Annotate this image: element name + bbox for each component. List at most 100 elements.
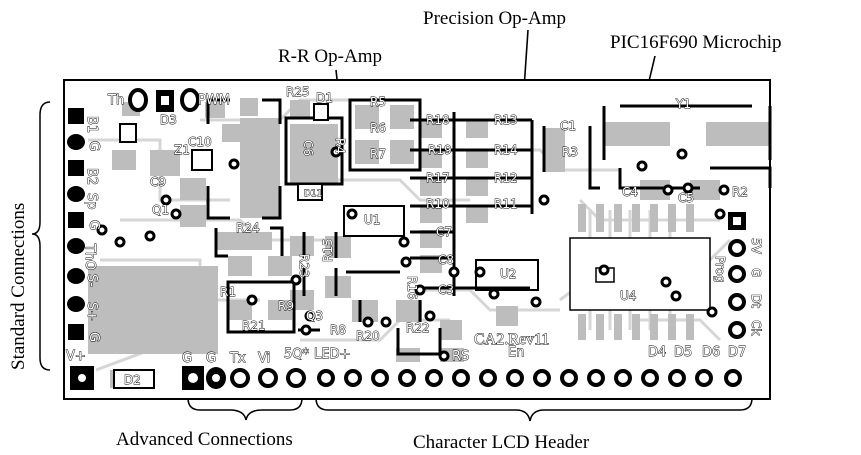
svg-text:Y1: Y1 xyxy=(675,97,691,111)
svg-text:B1: B1 xyxy=(84,116,99,133)
svg-text:R7: R7 xyxy=(370,147,386,161)
svg-text:C1: C1 xyxy=(560,119,576,133)
svg-text:U1: U1 xyxy=(364,213,380,227)
svg-text:R13: R13 xyxy=(494,113,518,127)
svg-text:Q1: Q1 xyxy=(152,203,169,217)
svg-text:C6: C6 xyxy=(301,140,315,156)
silkscreen-right: 5V G Dt Ck Prog xyxy=(713,238,764,336)
svg-text:5Q*: 5Q* xyxy=(284,347,310,362)
svg-text:C4: C4 xyxy=(622,185,638,199)
left-connector-pads xyxy=(67,108,85,340)
svg-text:R16: R16 xyxy=(405,276,419,300)
svg-text:U2: U2 xyxy=(500,267,516,281)
svg-text:R9: R9 xyxy=(278,299,294,313)
svg-text:R11: R11 xyxy=(494,197,518,211)
svg-text:ThO: ThO xyxy=(82,243,97,270)
smd-pads xyxy=(88,98,770,388)
svg-text:R3: R3 xyxy=(562,145,578,159)
svg-text:S+: S+ xyxy=(84,302,99,321)
svg-text:R1: R1 xyxy=(220,285,236,299)
svg-text:RS: RS xyxy=(452,349,469,364)
svg-text:D7: D7 xyxy=(728,345,746,360)
svg-text:D2: D2 xyxy=(124,373,141,387)
microchip-callout: PIC16F690 Microchip xyxy=(610,32,782,53)
ic-pins xyxy=(578,204,694,340)
svg-text:Z1: Z1 xyxy=(174,143,190,157)
svg-text:R12: R12 xyxy=(494,171,518,185)
svg-text:B2: B2 xyxy=(84,168,99,185)
svg-text:D4: D4 xyxy=(648,345,666,360)
svg-text:C3: C3 xyxy=(438,283,454,297)
svg-text:R2: R2 xyxy=(732,185,748,199)
silkscreen-bottom: V+ G G Tx Vi 5Q* LED+ RS En D4 D5 D6 D7 xyxy=(66,345,747,367)
svg-text:Ck: Ck xyxy=(749,320,763,335)
svg-text:R22: R22 xyxy=(406,321,430,335)
svg-text:Dt: Dt xyxy=(749,294,763,308)
silkscreen-components: R25 D1 D3 C10 Z1 C9 Q1 C6 R4 R5 R6 R7 R1… xyxy=(124,85,749,388)
svg-text:Tx: Tx xyxy=(229,351,246,366)
svg-text:R8: R8 xyxy=(330,323,346,337)
svg-text:R24: R24 xyxy=(236,221,260,235)
standard-brace xyxy=(31,101,51,371)
silkscreen-top: Th PWM xyxy=(107,93,231,109)
svg-text:C9: C9 xyxy=(150,175,166,189)
svg-text:D1: D1 xyxy=(316,91,333,105)
svg-text:R19: R19 xyxy=(428,143,452,157)
advanced-brace xyxy=(187,397,303,421)
advanced-connections-callout: Advanced Connections xyxy=(116,429,293,450)
svg-text:En: En xyxy=(508,345,524,360)
svg-text:C5: C5 xyxy=(678,191,694,205)
svg-text:Sp: Sp xyxy=(84,193,99,210)
svg-text:G: G xyxy=(206,351,216,366)
small-parts xyxy=(113,103,329,389)
svg-text:R17: R17 xyxy=(426,171,450,185)
svg-text:C7: C7 xyxy=(436,225,452,239)
svg-text:R14: R14 xyxy=(494,143,518,157)
svg-text:R5: R5 xyxy=(370,95,386,109)
svg-text:D3: D3 xyxy=(160,113,177,127)
svg-text:R23: R23 xyxy=(297,254,311,278)
svg-text:S-: S- xyxy=(84,274,99,287)
svg-text:D6: D6 xyxy=(702,345,720,360)
svg-text:Q3: Q3 xyxy=(306,309,323,323)
svg-text:R25: R25 xyxy=(286,85,310,99)
u4-chip xyxy=(569,237,711,311)
bus-lines xyxy=(346,112,534,296)
svg-text:Th: Th xyxy=(107,93,124,108)
svg-text:R15: R15 xyxy=(321,238,335,262)
svg-text:R6: R6 xyxy=(370,121,386,135)
bottom-header-pads xyxy=(70,366,742,390)
lcd-brace xyxy=(315,397,753,422)
svg-text:D11: D11 xyxy=(304,189,322,199)
silkscreen-left: B1 G B2 Sp G ThO S- S+ G xyxy=(82,116,102,343)
svg-text:G: G xyxy=(86,332,101,342)
svg-text:5V: 5V xyxy=(749,238,763,255)
svg-text:G: G xyxy=(182,351,192,366)
svg-text:U4: U4 xyxy=(620,289,636,303)
standard-connections-callout: Standard Connections xyxy=(8,203,29,370)
svg-text:R18: R18 xyxy=(426,113,450,127)
svg-text:R10: R10 xyxy=(426,197,450,211)
svg-text:G: G xyxy=(86,141,101,151)
rr-opamp-callout: R-R Op-Amp xyxy=(278,46,382,67)
svg-text:C10: C10 xyxy=(188,135,212,149)
vias xyxy=(96,146,730,362)
svg-text:R21: R21 xyxy=(242,319,266,333)
svg-text:G: G xyxy=(86,220,101,230)
through-holes xyxy=(128,88,746,339)
lcd-header-callout: Character LCD Header xyxy=(413,432,590,453)
board-revision-label: CA2.Rev11 xyxy=(474,331,549,348)
svg-text:LED+: LED+ xyxy=(314,347,350,362)
svg-text:G: G xyxy=(749,268,763,277)
svg-text:V+: V+ xyxy=(66,349,86,364)
precision-opamp-callout: Precision Op-Amp xyxy=(423,8,566,29)
svg-text:D5: D5 xyxy=(674,345,692,360)
svg-text:R20: R20 xyxy=(356,329,380,343)
svg-text:Prog: Prog xyxy=(713,256,727,283)
u2-chip xyxy=(475,259,539,291)
svg-text:C8: C8 xyxy=(438,253,454,267)
svg-text:Vi: Vi xyxy=(258,351,270,366)
svg-text:PWM: PWM xyxy=(198,93,230,108)
svg-text:R4: R4 xyxy=(333,138,347,154)
